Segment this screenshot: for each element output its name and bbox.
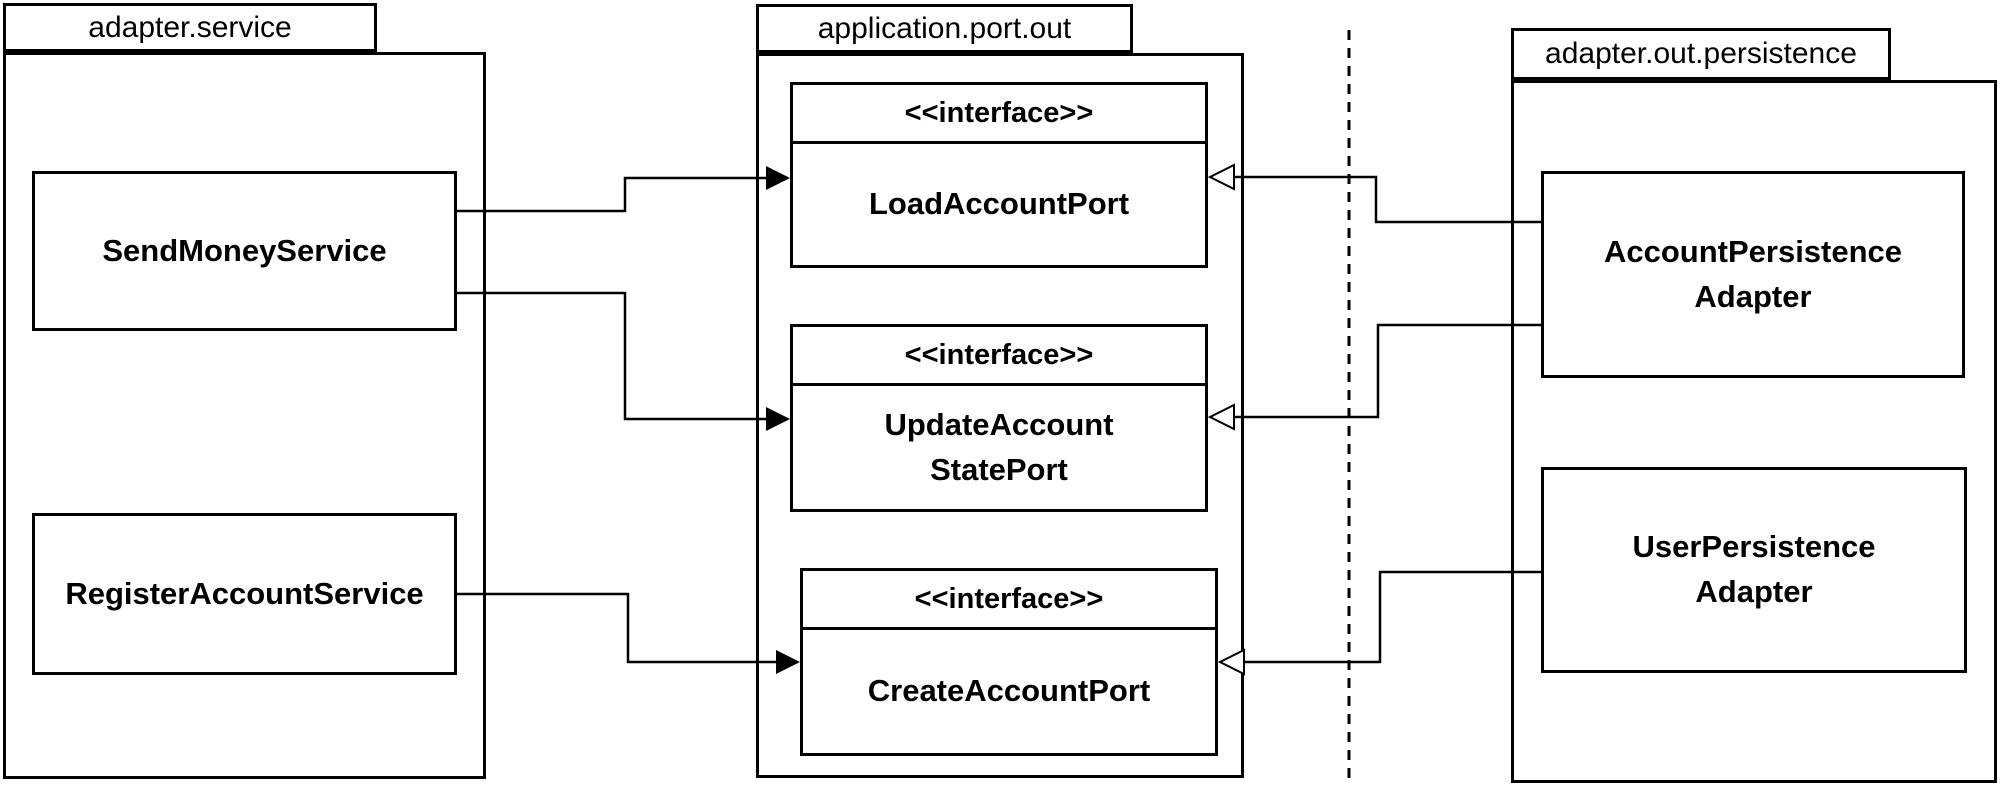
class-register-account-service: RegisterAccountService <box>32 513 457 675</box>
package-label: adapter.service <box>88 10 292 44</box>
class-name: UserPersistence Adapter <box>1632 529 1876 609</box>
interface-stereotype: <<interface>> <box>803 571 1215 630</box>
package-tab-application-port-out: application.port.out <box>756 4 1133 53</box>
interface-stereotype: <<interface>> <box>793 327 1205 386</box>
package-label: adapter.out.persistence <box>1545 37 1857 70</box>
interface-name: CreateAccountPort <box>867 673 1151 709</box>
package-label: application.port.out <box>817 11 1072 45</box>
package-tab-adapter-service: adapter.service <box>3 3 377 52</box>
connector-accountadapter-updateaccountstateport <box>1232 323 1541 419</box>
interface-stereotype: <<interface>> <box>793 85 1205 144</box>
connector-sendmoney-updateaccountstateport <box>457 291 768 421</box>
interface-name: LoadAccountPort <box>868 186 1130 222</box>
connector-registeraccount-createaccountport <box>457 592 778 664</box>
class-name: SendMoneyService <box>102 232 387 268</box>
connector-accountadapter-loadaccountport <box>1232 175 1541 224</box>
interface-update-account-state-port: <<interface>> UpdateAccount StatePort <box>790 324 1208 512</box>
interface-create-account-port: <<interface>> CreateAccountPort <box>800 568 1218 756</box>
class-name: AccountPersistence Adapter <box>1603 233 1903 314</box>
class-user-persistence-adapter: UserPersistence Adapter <box>1541 467 1967 673</box>
class-send-money-service: SendMoneyService <box>32 171 457 331</box>
connector-sendmoney-loadaccountport <box>457 176 768 213</box>
connector-useradapter-createaccountport <box>1242 570 1542 664</box>
package-tab-adapter-out-persistence: adapter.out.persistence <box>1511 28 1891 80</box>
interface-name: UpdateAccount StatePort <box>884 406 1114 487</box>
class-name: RegisterAccountService <box>65 575 424 611</box>
class-account-persistence-adapter: AccountPersistence Adapter <box>1541 171 1965 378</box>
interface-load-account-port: <<interface>> LoadAccountPort <box>790 82 1208 268</box>
